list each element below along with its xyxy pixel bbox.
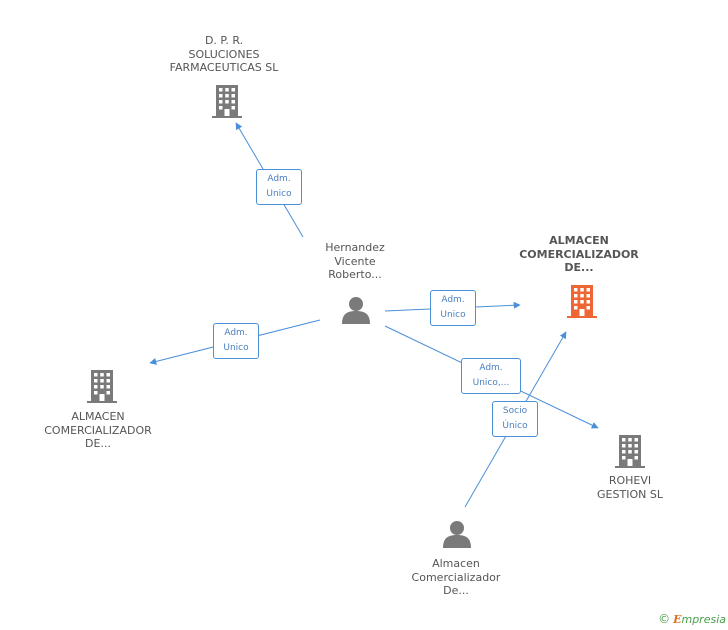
edge-label-to-dpr[interactable]: Adm. Unico [256, 169, 302, 205]
copyright-symbol: © [658, 612, 671, 626]
edge-label-socio[interactable]: Socio Único [492, 401, 538, 437]
edge-label-to-left[interactable]: Adm. Unico [213, 323, 259, 359]
brand-initial: E [673, 613, 682, 626]
brand-name: mpresia [681, 613, 726, 626]
node-label-almacen-person[interactable]: Almacen Comercializador De... [411, 557, 501, 597]
edge-label-to-rohevi[interactable]: Adm. Unico,... [461, 358, 521, 394]
person-icon[interactable] [442, 520, 472, 548]
node-label-almacen-left[interactable]: ALMACEN COMERCIALIZADOR DE... [44, 410, 152, 450]
person-icon[interactable] [341, 296, 371, 324]
node-label-almacen-main[interactable]: ALMACEN COMERCIALIZADOR DE... [519, 234, 639, 274]
building-icon[interactable] [566, 284, 598, 318]
node-label-rohevi[interactable]: ROHEVI GESTION SL [597, 474, 663, 501]
building-icon[interactable] [211, 84, 243, 118]
edge-label-to-main[interactable]: Adm. Unico [430, 290, 476, 326]
building-icon[interactable] [614, 434, 646, 468]
node-label-dpr[interactable]: D. P. R. SOLUCIONES FARMACEUTICAS SL [169, 34, 279, 74]
node-label-hernandez[interactable]: Hernandez Vicente Roberto... [325, 241, 385, 281]
building-icon[interactable] [86, 369, 118, 403]
empresia-brand: ©Empresia [658, 612, 726, 626]
